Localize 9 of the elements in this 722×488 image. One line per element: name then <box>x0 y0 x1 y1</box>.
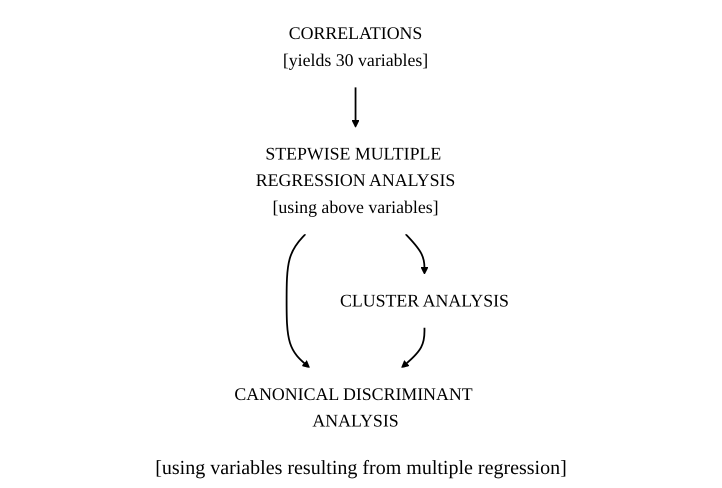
arrow <box>401 328 426 368</box>
arrow <box>352 87 360 128</box>
node-text: CLUSTER ANALYSIS <box>340 291 509 311</box>
node-text: CORRELATIONS [yields 30 variables] <box>282 24 428 70</box>
arrow <box>405 234 428 275</box>
node-text: STEPWISE MULTIPLE REGRESSION ANALYSIS [using above variables] <box>256 144 456 218</box>
note-text: [using variables resulting from multiple regression] <box>155 457 567 480</box>
node-text: CANONICAL DISCRIMINANT ANALYSIS <box>234 384 472 431</box>
arrow <box>286 234 310 368</box>
